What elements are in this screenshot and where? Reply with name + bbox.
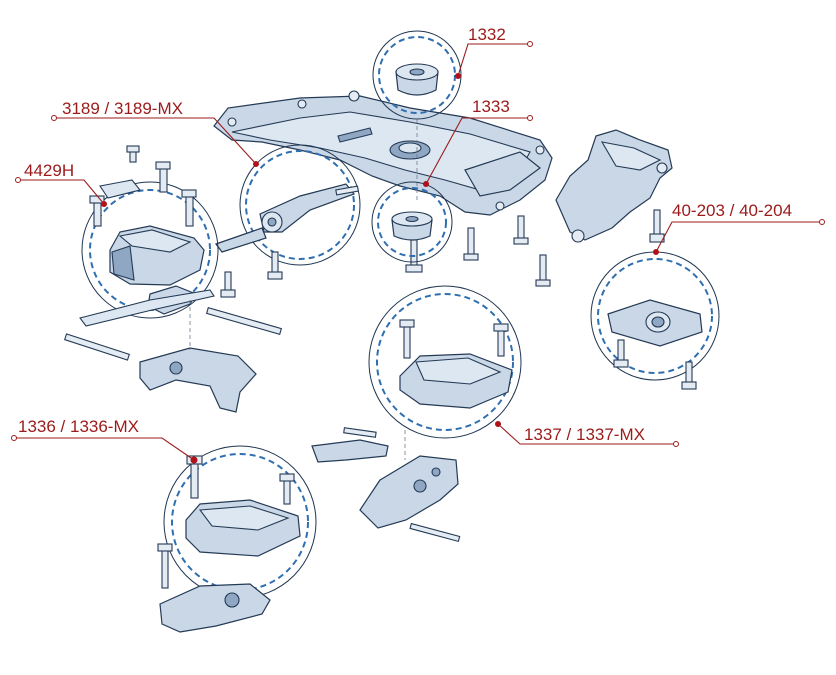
callout-label-1333: 1333	[472, 97, 510, 116]
right-knuckle-bracket	[555, 129, 673, 243]
mount-40-203-detail	[590, 251, 720, 390]
callout-label-1336: 1336 / 1336-MX	[18, 417, 139, 436]
lower-center-bracket	[311, 427, 461, 543]
callout-label-3189: 3189 / 3189-MX	[62, 99, 183, 118]
callout-label-40-203: 40-203 / 40-204	[672, 201, 792, 220]
insert-1332-detail	[372, 30, 462, 200]
callout-1333: 1333	[423, 97, 533, 187]
left-lower-bracket	[63, 285, 283, 413]
callout-40-203: 40-203 / 40-204	[653, 201, 825, 255]
mount-1336-detail	[163, 445, 317, 599]
callout-label-1337: 1337 / 1337-MX	[524, 425, 645, 444]
torque-rod-3189-detail	[215, 144, 361, 298]
insert-1333-detail	[371, 181, 453, 263]
callout-1337: 1337 / 1337-MX	[495, 421, 679, 447]
mount-1337-detail	[368, 285, 522, 439]
callout-label-4429H: 4429H	[24, 161, 74, 180]
callout-1332: 1332	[455, 25, 533, 79]
callout-4429H: 4429H	[15, 161, 107, 207]
subframe	[213, 90, 553, 216]
callout-3189: 3189 / 3189-MX	[51, 99, 259, 167]
lower-left-bracket	[157, 543, 271, 633]
engine-mount-4429H-detail	[81, 145, 219, 319]
callout-1336: 1336 / 1336-MX	[11, 417, 198, 464]
callout-label-1332: 1332	[468, 25, 506, 44]
